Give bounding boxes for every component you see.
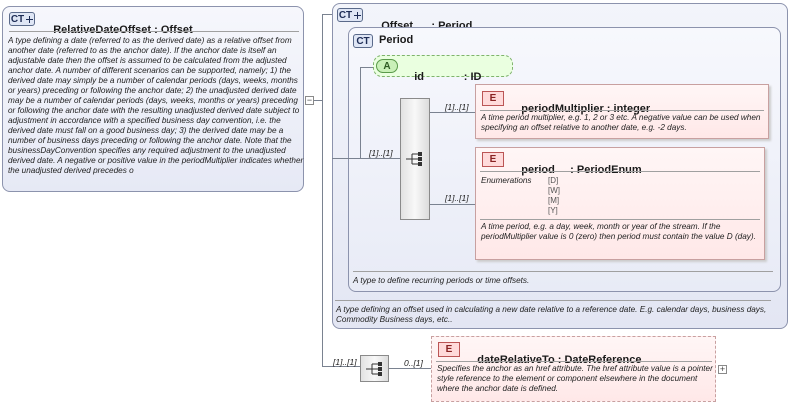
id-attribute-title: id : ID <box>414 71 482 83</box>
complex-type-badge: CT <box>353 34 373 48</box>
enum-value: [W] <box>548 186 560 195</box>
element-badge: E <box>482 91 504 106</box>
expand-button[interactable]: + <box>718 364 727 374</box>
enumerations-label: Enumerations <box>481 176 532 185</box>
period-multiplier-title: periodMultiplier : integer <box>521 103 651 115</box>
sequence-icon <box>366 362 382 376</box>
period-multiplier-multiplicity: [1]..[1] <box>445 102 469 112</box>
period-multiplier-element[interactable]: E periodMultiplier : integer A time peri… <box>475 84 769 139</box>
id-attribute-box[interactable]: A id : ID <box>373 55 513 83</box>
period-multiplier-doc: A time period multiplier, e.g. 1, 2 or 3… <box>481 113 761 132</box>
period-element-title: period : PeriodEnum <box>521 164 642 176</box>
relative-date-offset-doc: A type defining a date (referred to as t… <box>8 36 304 175</box>
period-doc: A type to define recurring periods or ti… <box>353 276 530 285</box>
enum-value: [M] <box>548 196 560 205</box>
outer-sequence-compositor[interactable] <box>360 355 389 382</box>
date-relative-to-multiplicity: 0..[1] <box>404 358 423 368</box>
date-relative-to-title: dateRelativeTo : DateReference <box>477 354 642 366</box>
relative-date-offset-box[interactable]: CT RelativeDateOffset : Offset A type de… <box>2 6 304 192</box>
enum-value: [D] <box>548 176 559 185</box>
date-relative-to-doc: Specifies the anchor as an href attribut… <box>437 364 713 393</box>
attribute-badge: A <box>376 59 398 73</box>
complex-type-badge: CT <box>9 12 35 26</box>
sequence-icon <box>406 152 422 166</box>
collapse-button[interactable]: − <box>305 95 314 105</box>
date-relative-to-element[interactable]: E dateRelativeTo : DateReference Specifi… <box>431 336 716 402</box>
period-title: Period <box>379 34 414 46</box>
sequence-compositor[interactable] <box>400 98 430 220</box>
period-element[interactable]: E period : PeriodEnum Enumerations [D] [… <box>475 147 765 260</box>
relative-date-offset-title: RelativeDateOffset : Offset <box>53 24 193 36</box>
sequence-multiplicity: [1]..[1] <box>369 148 393 158</box>
period-element-multiplicity: [1]..[1] <box>445 193 469 203</box>
enum-value: [Y] <box>548 206 558 215</box>
element-badge: E <box>482 152 504 167</box>
plus-icon <box>354 11 362 19</box>
plus-icon <box>26 15 34 23</box>
complex-type-badge: CT <box>337 8 363 22</box>
period-element-doc: A time period, e.g. a day, week, month o… <box>481 222 756 241</box>
outer-sequence-multiplicity: [1]..[1] <box>333 357 357 367</box>
element-badge: E <box>438 342 460 357</box>
offset-doc: A type defining an offset used in calcul… <box>336 305 767 324</box>
